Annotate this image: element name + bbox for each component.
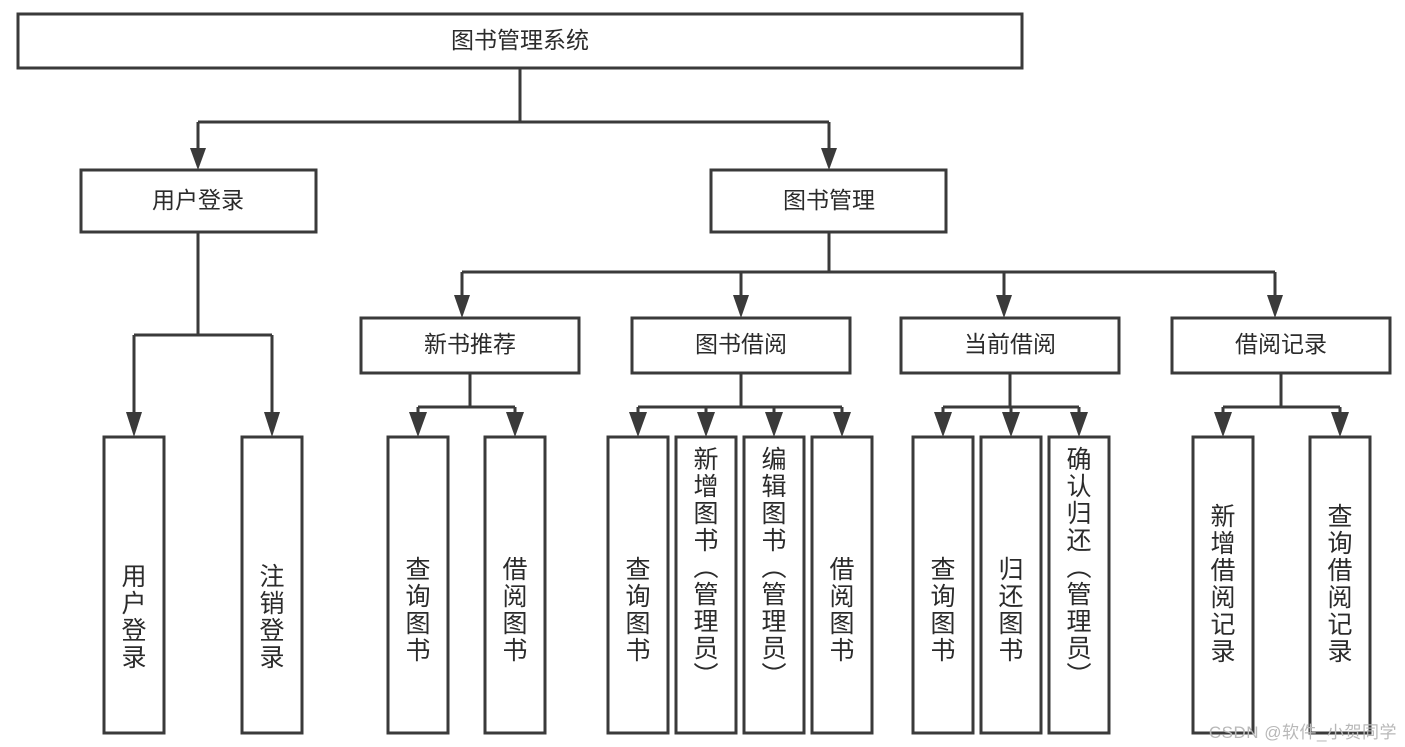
node-box: [79, 168, 318, 234]
node-box: [1170, 316, 1392, 375]
node-label: 图书管理系统: [451, 27, 589, 53]
node-label: 确认归还︵管理员︶: [1066, 446, 1091, 690]
node-leaf-borrow-book-recommend[interactable]: 借阅图书: [483, 435, 547, 735]
arrow-head-icon: [190, 148, 206, 170]
node-label: 图书借阅: [695, 331, 787, 357]
node-box: [606, 435, 670, 735]
node-book-borrow[interactable]: 图书借阅: [630, 316, 852, 375]
node-leaf-query-book-current[interactable]: 查询图书: [911, 435, 975, 735]
node-label: 新书推荐: [424, 331, 516, 357]
arrow-head-icon: [934, 412, 952, 437]
node-label: 用户登录: [152, 187, 244, 213]
arrow-head-icon: [506, 412, 524, 437]
node-root-system[interactable]: 图书管理系统: [16, 12, 1024, 70]
arrow-head-icon: [765, 412, 783, 437]
node-label: 查询图书: [930, 556, 955, 665]
arrow-head-icon: [126, 412, 142, 437]
node-box: [899, 316, 1121, 375]
node-label: 用户登录: [121, 563, 146, 672]
arrow-head-icon: [1331, 412, 1349, 437]
node-box: [810, 435, 874, 735]
node-box: [386, 435, 450, 735]
node-label: 借阅记录: [1235, 331, 1327, 357]
node-label: 当前借阅: [964, 331, 1056, 357]
arrow-head-icon: [996, 295, 1012, 318]
arrow-head-icon: [1070, 412, 1088, 437]
node-box: [16, 12, 1024, 70]
node-leaf-return-book[interactable]: 归还图书: [979, 435, 1043, 735]
connector-group-user-login: [126, 232, 280, 437]
node-box: [674, 435, 738, 735]
arrow-head-icon: [264, 412, 280, 437]
node-leaf-borrow-book[interactable]: 借阅图书: [810, 435, 874, 735]
node-label: 编辑图书︵管理员︶: [761, 446, 786, 690]
connector-group-new-book-recommend: [409, 373, 524, 437]
node-label: 注销登录: [259, 563, 284, 672]
node-leaf-query-borrow-record[interactable]: 查询借阅记录: [1308, 435, 1372, 735]
node-borrow-record[interactable]: 借阅记录: [1170, 316, 1392, 375]
arrow-head-icon: [733, 295, 749, 318]
arrow-head-icon: [697, 412, 715, 437]
node-box: [1191, 435, 1255, 735]
node-label: 查询图书: [405, 556, 430, 665]
arrow-head-icon: [409, 412, 427, 437]
arrow-head-icon: [1214, 412, 1232, 437]
node-label: 查询借阅记录: [1327, 503, 1352, 666]
node-label: 归还图书: [998, 556, 1023, 665]
connector-group-current-borrow: [934, 373, 1088, 437]
node-leaf-query-book-recommend[interactable]: 查询图书: [386, 435, 450, 735]
node-user-login[interactable]: 用户登录: [79, 168, 318, 234]
arrow-head-icon: [833, 412, 851, 437]
node-leaf-edit-book-admin[interactable]: 编辑图书︵管理员︶: [742, 435, 806, 735]
node-label: 借阅图书: [502, 556, 527, 665]
node-label: 新增借阅记录: [1210, 503, 1235, 666]
node-leaf-user-login[interactable]: 用户登录: [102, 435, 166, 735]
node-book-management[interactable]: 图书管理: [709, 168, 948, 234]
arrow-head-icon: [454, 295, 470, 318]
node-leaf-add-borrow-record[interactable]: 新增借阅记录: [1191, 435, 1255, 735]
node-label: 图书管理: [783, 187, 875, 213]
node-leaf-confirm-return-admin[interactable]: 确认归还︵管理员︶: [1047, 435, 1111, 735]
arrow-head-icon: [629, 412, 647, 437]
node-leaf-query-book-borrow[interactable]: 查询图书: [606, 435, 670, 735]
arrow-head-icon: [1002, 412, 1020, 437]
node-leaf-add-book-admin[interactable]: 新增图书︵管理员︶: [674, 435, 738, 735]
node-box: [630, 316, 852, 375]
connector-group-book-management: [454, 232, 1283, 318]
node-leaf-logout[interactable]: 注销登录: [240, 435, 304, 735]
node-box: [1308, 435, 1372, 735]
node-box: [979, 435, 1043, 735]
node-box: [359, 316, 581, 375]
node-box: [102, 435, 166, 735]
node-box: [911, 435, 975, 735]
node-box: [240, 435, 304, 735]
connector-group-root: [190, 68, 837, 170]
node-label: 查询图书: [625, 556, 650, 665]
node-box: [742, 435, 806, 735]
node-box: [709, 168, 948, 234]
node-label: 新增图书︵管理员︶: [693, 446, 718, 690]
connector-group-borrow-record: [1214, 373, 1349, 437]
node-label: 借阅图书: [829, 556, 854, 665]
node-current-borrow[interactable]: 当前借阅: [899, 316, 1121, 375]
node-box: [483, 435, 547, 735]
connector-group-book-borrow: [629, 373, 851, 437]
node-box: [1047, 435, 1111, 735]
arrow-head-icon: [1267, 295, 1283, 318]
node-new-book-recommend[interactable]: 新书推荐: [359, 316, 581, 375]
arrow-head-icon: [821, 148, 837, 170]
